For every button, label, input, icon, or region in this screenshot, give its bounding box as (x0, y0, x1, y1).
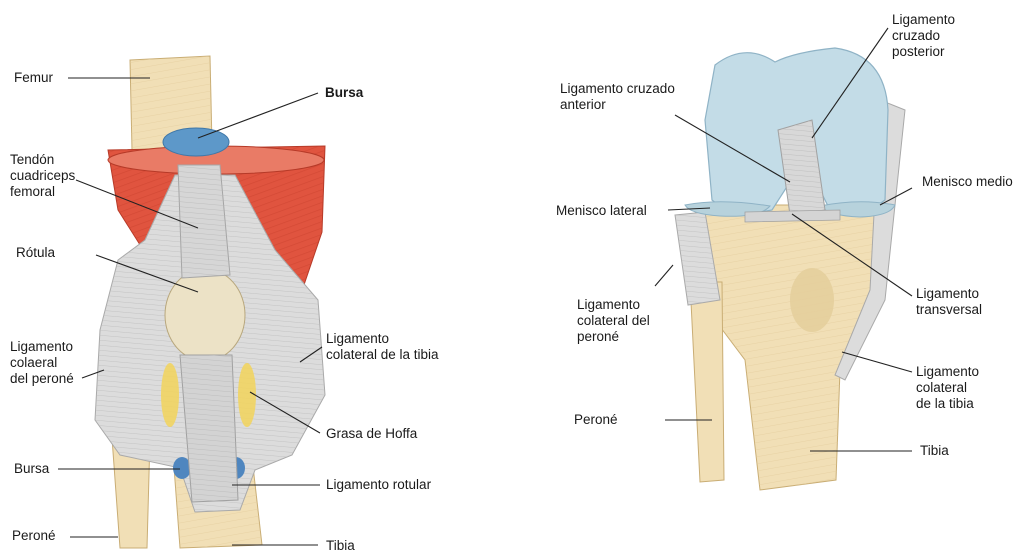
label-lig-colateral-tibia: Ligamento colateral de la tibia (326, 331, 439, 363)
hoffa-fat-pad-left (161, 363, 179, 427)
label-tibia-right: Tibia (920, 443, 949, 459)
label-menisco-medio: Menisco medio (922, 174, 1013, 190)
leader-line-lig-colateral-perone-right (655, 265, 673, 286)
label-lig-colateral-tibia-right: Ligamento colateral de la tibia (916, 364, 979, 412)
label-femur: Femur (14, 70, 53, 86)
label-bursa-top: Bursa (325, 85, 363, 101)
label-lig-rotular: Ligamento rotular (326, 477, 431, 493)
suprapatellar-bursa (163, 128, 229, 156)
label-tibia: Tibia (326, 538, 355, 554)
tibial-tuberosity (790, 268, 834, 332)
hoffa-fat-pad-right (238, 363, 256, 427)
transverse-ligament (745, 210, 840, 222)
leader-line-bursa-top (198, 93, 318, 138)
label-lig-cruzado-posterior: Ligamento cruzado posterior (892, 12, 955, 60)
label-grasa-hoffa: Grasa de Hoffa (326, 426, 417, 442)
label-tendon-quadriceps: Tendón cuadriceps femoral (10, 152, 75, 200)
right-knee-illustration (675, 48, 905, 490)
label-menisco-lateral: Menisco lateral (556, 203, 647, 219)
label-lig-colateral-perone: Ligamento colaeral del peroné (10, 339, 74, 387)
label-lig-transversal: Ligamento transversal (916, 286, 982, 318)
left-knee-illustration (95, 56, 325, 548)
label-perone-right: Peroné (574, 412, 618, 428)
label-bursa-bottom: Bursa (14, 461, 49, 477)
label-perone: Peroné (12, 528, 56, 544)
patella (165, 269, 245, 361)
fibula-bone-right (690, 282, 724, 482)
label-rotula: Rótula (16, 245, 55, 261)
label-lig-colateral-perone-right: Ligamento colateral del peroné (577, 297, 650, 345)
label-lig-cruzado-anterior: Ligamento cruzado anterior (560, 81, 675, 113)
